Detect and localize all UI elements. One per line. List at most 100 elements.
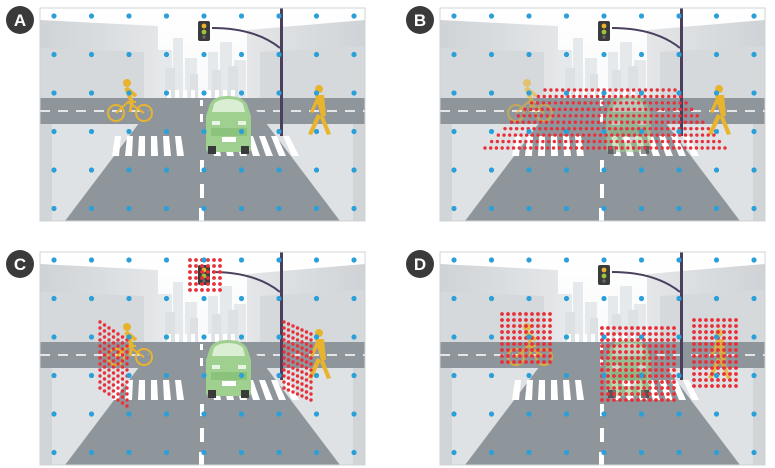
highlight-dot bbox=[615, 107, 619, 112]
highlight-dot bbox=[111, 359, 116, 363]
highlight-dot bbox=[102, 353, 107, 357]
highlight-dot bbox=[542, 133, 546, 137]
highlight-dot bbox=[512, 360, 516, 364]
highlight-dot bbox=[530, 318, 534, 322]
highlight-dot bbox=[728, 378, 732, 382]
sample-dot bbox=[238, 372, 245, 379]
highlight-dot bbox=[626, 88, 630, 92]
highlight-dot bbox=[507, 139, 511, 144]
highlight-dot bbox=[704, 354, 708, 358]
highlight-dot bbox=[716, 354, 720, 358]
sample-dot bbox=[601, 295, 607, 302]
highlight-dot bbox=[516, 114, 521, 118]
highlight-dot bbox=[517, 146, 521, 150]
highlight-dot bbox=[111, 353, 116, 357]
sample-dot bbox=[451, 128, 457, 135]
highlight-dot bbox=[648, 344, 652, 348]
sample-dot bbox=[676, 51, 682, 58]
highlight-dot bbox=[710, 348, 714, 352]
highlight-dot bbox=[533, 120, 537, 124]
highlight-dot bbox=[649, 133, 654, 137]
highlight-dot bbox=[98, 386, 102, 390]
highlight-dot bbox=[500, 348, 504, 352]
highlight-dot bbox=[584, 88, 589, 92]
highlight-dot bbox=[604, 133, 608, 137]
highlight-dot bbox=[194, 276, 198, 280]
highlight-dot bbox=[566, 94, 570, 99]
highlight-dot bbox=[125, 368, 129, 372]
highlight-dot bbox=[300, 382, 304, 386]
highlight-dot bbox=[107, 350, 111, 354]
sample-dot bbox=[601, 51, 607, 58]
highlight-dot bbox=[648, 101, 653, 105]
highlight-dot bbox=[206, 276, 210, 280]
highlight-dot bbox=[562, 120, 566, 124]
highlight-dot bbox=[116, 392, 120, 396]
highlight-dot bbox=[540, 107, 544, 112]
sample-dot bbox=[488, 449, 495, 456]
highlight-dot bbox=[583, 101, 587, 105]
highlight-dot bbox=[506, 318, 510, 322]
sample-dot bbox=[451, 13, 457, 19]
highlight-dot bbox=[500, 318, 504, 322]
highlight-dot bbox=[672, 350, 676, 354]
highlight-dot bbox=[111, 329, 116, 333]
highlight-dot bbox=[524, 133, 529, 137]
highlight-dot bbox=[649, 114, 653, 118]
highlight-dot bbox=[612, 392, 616, 396]
highlight-dot bbox=[291, 366, 295, 370]
highlight-dot bbox=[536, 360, 540, 364]
highlight-dot bbox=[512, 330, 516, 334]
highlight-dot bbox=[618, 386, 622, 390]
highlight-dot bbox=[704, 324, 708, 328]
highlight-dot bbox=[706, 133, 710, 137]
sample-dot bbox=[526, 257, 532, 263]
highlight-dot bbox=[654, 362, 658, 366]
highlight-dot bbox=[672, 326, 676, 330]
highlight-dot bbox=[107, 338, 111, 342]
highlight-dot bbox=[556, 120, 560, 124]
highlight-dot bbox=[530, 133, 535, 137]
sample-dot bbox=[88, 257, 95, 263]
panel-d bbox=[439, 251, 766, 466]
highlight-dot bbox=[512, 348, 516, 352]
highlight-dot bbox=[660, 368, 664, 372]
highlight-dot bbox=[282, 338, 286, 342]
highlight-dot bbox=[689, 139, 693, 144]
highlight-dot bbox=[672, 368, 676, 372]
sample-dot bbox=[51, 51, 57, 58]
sample-dot bbox=[163, 167, 170, 173]
sample-dot bbox=[713, 295, 720, 302]
highlight-dot bbox=[706, 146, 710, 150]
sample-dot bbox=[351, 257, 357, 263]
sample-dot bbox=[276, 257, 282, 263]
highlight-dot bbox=[542, 330, 546, 334]
highlight-dot bbox=[614, 120, 618, 124]
highlight-dot bbox=[574, 146, 579, 150]
highlight-dot bbox=[698, 366, 702, 370]
highlight-dot bbox=[512, 342, 516, 346]
highlight-dot bbox=[518, 139, 522, 144]
sample-dot bbox=[51, 449, 57, 456]
highlight-dot bbox=[98, 332, 102, 336]
highlight-dot bbox=[612, 356, 616, 360]
highlight-dot bbox=[728, 330, 732, 334]
highlight-dot bbox=[206, 258, 210, 262]
highlight-dot bbox=[116, 356, 120, 360]
highlight-dot bbox=[200, 288, 204, 292]
sample-dot bbox=[51, 372, 57, 379]
highlight-dot bbox=[695, 120, 699, 124]
highlight-dot bbox=[692, 342, 696, 346]
highlight-dot bbox=[535, 101, 540, 105]
sample-dot bbox=[638, 13, 645, 19]
highlight-dot bbox=[607, 126, 612, 131]
highlight-dot bbox=[660, 120, 664, 124]
highlight-dot bbox=[638, 133, 642, 137]
highlight-dot bbox=[98, 326, 102, 330]
highlight-dot bbox=[286, 358, 291, 362]
highlight-dot bbox=[722, 324, 726, 328]
highlight-dot bbox=[125, 404, 129, 408]
sample-dot bbox=[601, 334, 607, 340]
highlight-dot bbox=[300, 376, 304, 380]
sample-dot bbox=[601, 167, 607, 173]
